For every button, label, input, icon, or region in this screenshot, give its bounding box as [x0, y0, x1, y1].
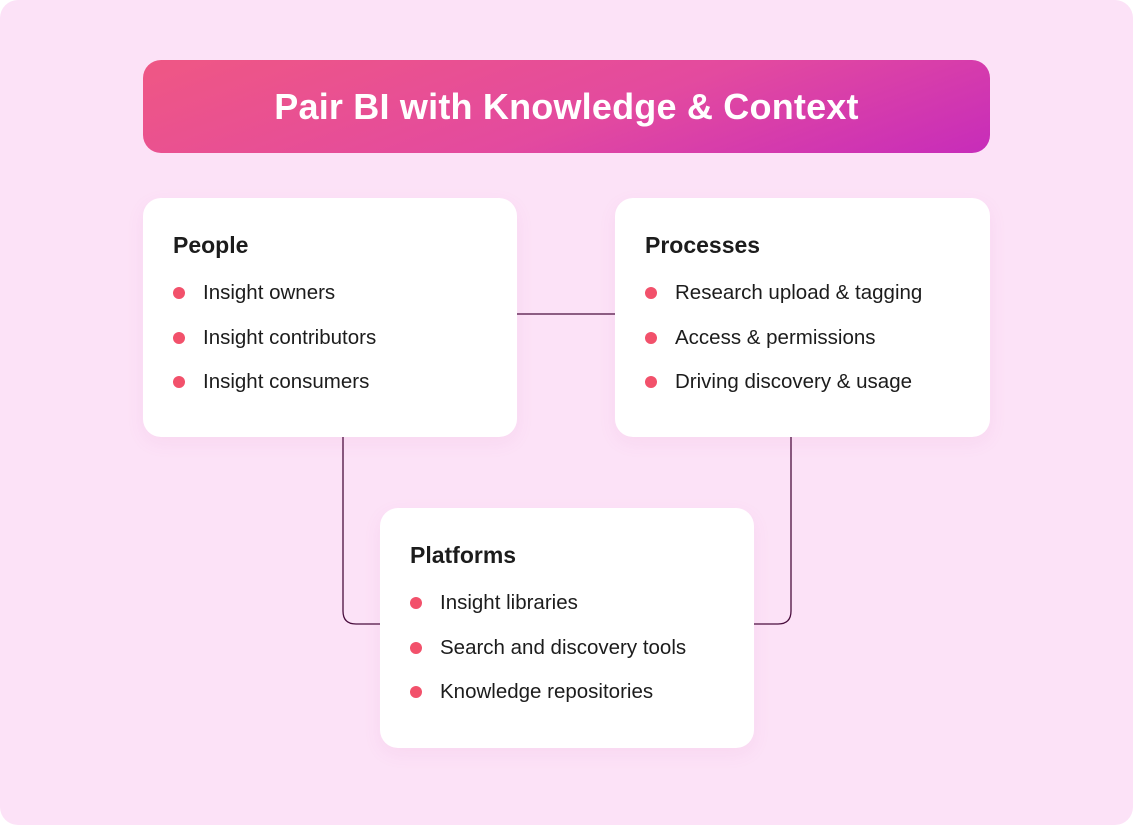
connector-people-platforms — [342, 437, 380, 625]
processes-list: Research upload & tagging Access & permi… — [645, 278, 922, 412]
list-item-label: Search and discovery tools — [440, 635, 687, 659]
people-card-title: People — [173, 232, 249, 258]
bullet-icon — [173, 331, 185, 344]
list-item: Insight consumers — [173, 367, 376, 412]
list-item-label: Insight libraries — [440, 591, 578, 614]
title-banner: Pair BI with Knowledge & Context — [143, 60, 990, 153]
platforms-card-title: Platforms — [410, 542, 517, 568]
bullet-icon — [410, 686, 422, 698]
list-item-label: Access & permissions — [675, 325, 876, 349]
bullet-icon — [410, 641, 422, 654]
people-list: Insight owners Insight contributors Insi… — [173, 278, 376, 412]
list-item-label: Driving discovery & usage — [675, 370, 912, 393]
list-item: Knowledge repositories — [410, 677, 686, 722]
platforms-card: Platforms Insight libraries Search and d… — [380, 508, 754, 748]
processes-card: Processes Research upload & tagging Acce… — [615, 198, 990, 437]
diagram-title: Pair BI with Knowledge & Context — [274, 85, 859, 127]
platforms-list: Insight libraries Search and discovery t… — [410, 588, 686, 722]
list-item-label: Insight contributors — [203, 325, 377, 349]
list-item: Insight contributors — [173, 323, 376, 368]
list-item: Insight owners — [173, 278, 376, 323]
list-item: Search and discovery tools — [410, 633, 686, 678]
list-item: Driving discovery & usage — [645, 367, 922, 412]
bullet-icon — [645, 331, 657, 344]
list-item-label: Knowledge repositories — [440, 680, 654, 703]
list-item-label: Insight owners — [203, 281, 336, 304]
bullet-icon — [410, 597, 422, 609]
bullet-icon — [645, 287, 657, 299]
bullet-icon — [645, 376, 657, 388]
bullet-icon — [173, 287, 185, 299]
list-item-label: Research upload & tagging — [675, 281, 923, 304]
list-item: Access & permissions — [645, 323, 922, 368]
processes-card-title: Processes — [645, 232, 761, 258]
list-item-label: Insight consumers — [203, 370, 370, 393]
connector-processes-platforms — [754, 437, 792, 625]
bullet-icon — [173, 376, 185, 388]
list-item: Research upload & tagging — [645, 278, 922, 323]
list-item: Insight libraries — [410, 588, 686, 633]
people-card: People Insight owners Insight contributo… — [143, 198, 517, 437]
